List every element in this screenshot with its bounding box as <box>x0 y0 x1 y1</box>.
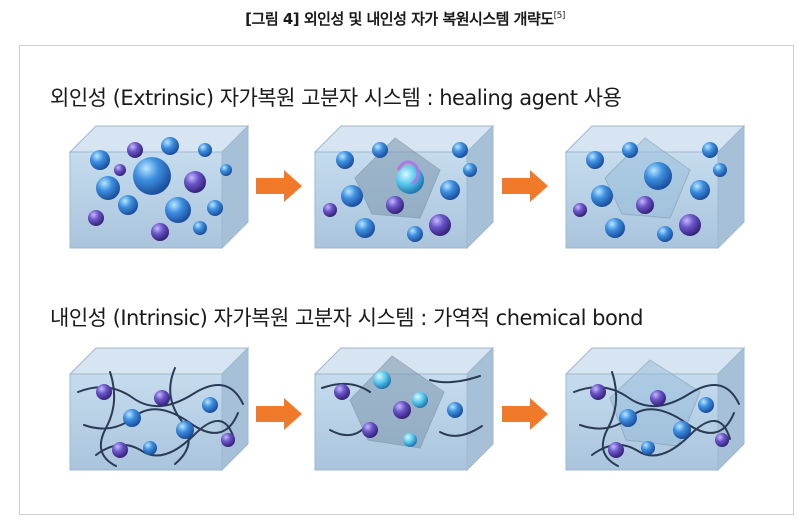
blue-sphere <box>372 142 388 158</box>
polymer-chain <box>439 425 483 437</box>
intrinsic-block-3 <box>564 346 746 472</box>
polymer-chain <box>169 367 190 465</box>
blue-sphere <box>619 409 637 427</box>
polymer-chain <box>321 382 371 393</box>
blue-sphere <box>698 397 714 413</box>
intrinsic-block-1 <box>68 346 250 472</box>
purple-sphere <box>88 210 104 226</box>
polymer-chain <box>429 375 481 384</box>
polymer-chain <box>83 408 239 434</box>
blue-sphere <box>396 166 424 194</box>
blue-sphere <box>407 226 423 242</box>
intrinsic-row-title: 내인성 (Intrinsic) 자가복원 고분자 시스템 : 가역적 chemi… <box>50 306 643 330</box>
blue-sphere <box>447 402 463 418</box>
blue-sphere <box>644 162 672 190</box>
block-top-face <box>68 347 250 375</box>
healing-agent-release <box>396 160 420 186</box>
extrinsic-row-title: 외인성 (Extrinsic) 자가복원 고분자 시스템 : healing a… <box>50 86 622 110</box>
blue-sphere <box>412 392 428 408</box>
blue-sphere <box>123 409 141 427</box>
purple-sphere <box>221 433 235 447</box>
intrinsic-block-2 <box>313 346 495 472</box>
block-top-face <box>68 125 250 153</box>
extrinsic-block-2 <box>313 124 495 250</box>
blue-sphere <box>673 421 691 439</box>
blue-sphere <box>586 151 604 169</box>
blue-sphere <box>202 397 218 413</box>
extrinsic-block-1 <box>68 124 250 250</box>
blue-sphere <box>220 164 232 176</box>
purple-sphere <box>608 442 624 458</box>
blue-sphere <box>198 143 212 157</box>
blue-sphere <box>207 200 223 216</box>
purple-sphere <box>636 196 654 214</box>
blue-sphere <box>403 433 417 447</box>
blue-sphere <box>336 151 354 169</box>
blue-sphere <box>143 441 157 455</box>
blue-sphere <box>452 142 468 158</box>
caption-text: [그림 4] 외인성 및 내인성 자가 복원시스템 개략도 <box>245 10 554 28</box>
purple-sphere <box>127 142 143 158</box>
purple-sphere <box>114 164 126 176</box>
blue-sphere <box>440 180 460 200</box>
figure-caption: [그림 4] 외인성 및 내인성 자가 복원시스템 개략도[5] <box>0 8 810 29</box>
blue-sphere <box>622 142 638 158</box>
blue-sphere <box>591 185 613 207</box>
purple-sphere <box>429 214 451 236</box>
purple-sphere <box>679 214 701 236</box>
purple-sphere <box>334 384 350 400</box>
caption-reference: [5] <box>553 11 566 21</box>
purple-sphere <box>715 433 729 447</box>
extrinsic-block-3 <box>564 124 746 250</box>
purple-sphere <box>393 401 411 419</box>
blue-sphere <box>165 197 191 223</box>
blue-sphere <box>161 137 179 155</box>
polymer-chain <box>99 371 117 467</box>
purple-sphere <box>573 203 587 217</box>
purple-sphere <box>650 390 666 406</box>
block-side-face <box>221 124 249 250</box>
blue-sphere <box>657 226 673 242</box>
arrow-extrinsic-2 <box>502 170 548 202</box>
blue-sphere <box>713 163 727 177</box>
purple-sphere <box>96 384 112 400</box>
blue-sphere <box>90 150 110 170</box>
blue-sphere <box>702 142 718 158</box>
blue-sphere <box>96 176 120 200</box>
block-side-face <box>466 124 494 250</box>
blue-sphere <box>118 195 138 215</box>
blue-sphere <box>373 371 391 389</box>
purple-sphere <box>323 203 337 217</box>
purple-sphere <box>362 422 378 438</box>
purple-sphere <box>151 223 169 241</box>
polymer-chain <box>601 371 619 467</box>
arrow-intrinsic-2 <box>502 398 548 430</box>
blue-sphere <box>341 185 363 207</box>
blue-sphere <box>641 441 655 455</box>
blue-sphere <box>193 221 207 235</box>
block-side-face <box>717 124 745 250</box>
purple-sphere <box>112 442 128 458</box>
blue-sphere <box>690 180 710 200</box>
blue-sphere <box>133 157 171 195</box>
purple-sphere <box>590 384 606 400</box>
purple-sphere <box>184 171 206 193</box>
purple-sphere <box>154 390 170 406</box>
blue-sphere <box>463 163 477 177</box>
arrow-extrinsic-1 <box>256 170 302 202</box>
purple-sphere <box>386 196 404 214</box>
blue-sphere <box>176 421 194 439</box>
arrow-intrinsic-1 <box>256 398 302 430</box>
blue-sphere <box>355 218 375 238</box>
blue-sphere <box>605 218 625 238</box>
